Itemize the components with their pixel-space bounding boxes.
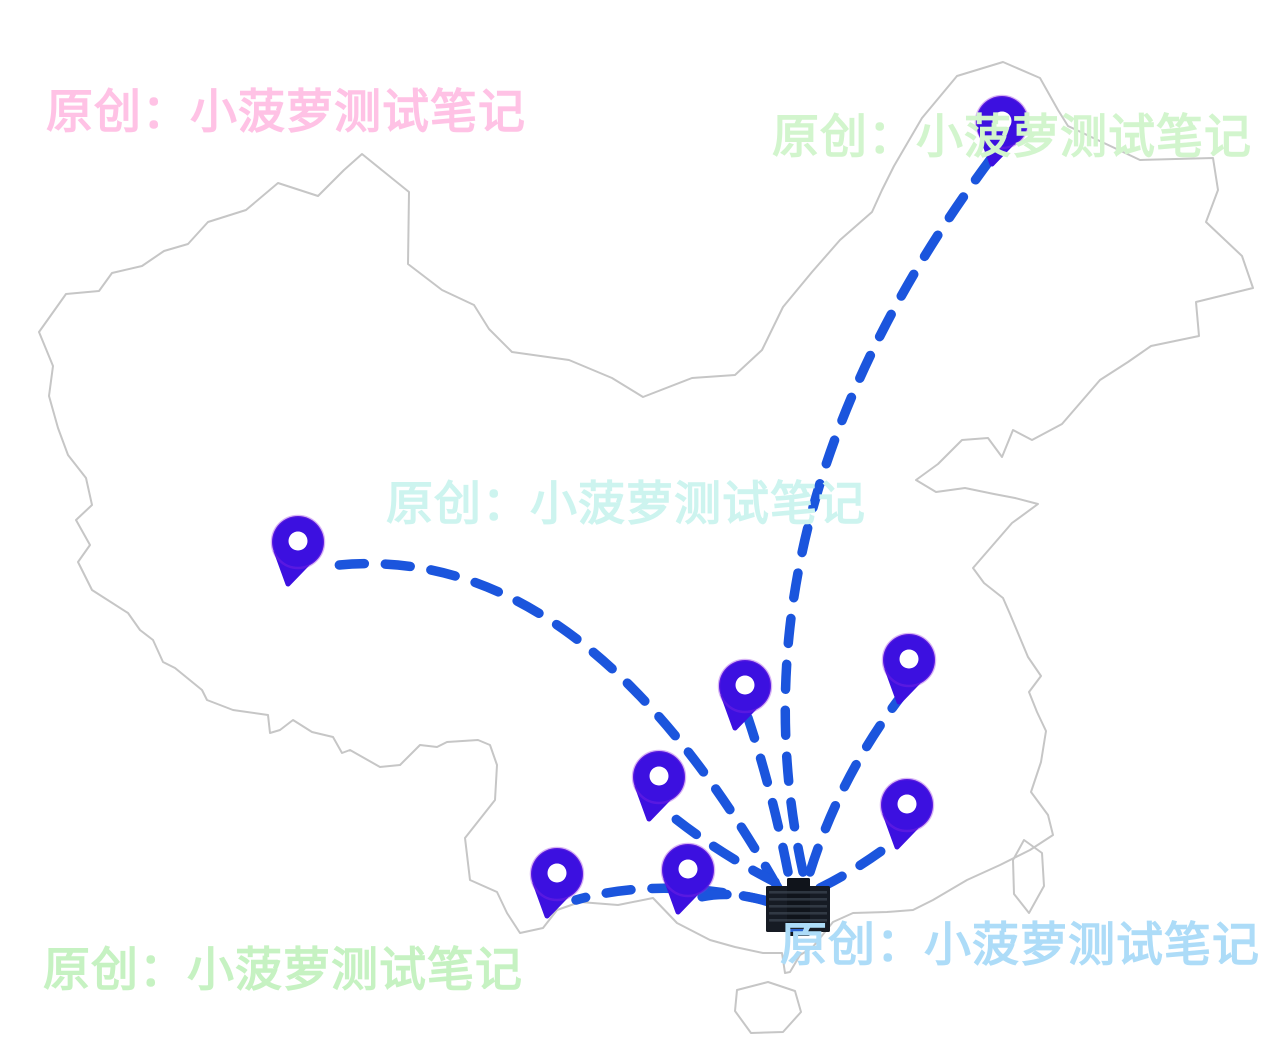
hainan-island-outline [734,981,802,1034]
route-east [805,690,907,877]
route-southwest [571,883,773,906]
pin-hole [992,111,1012,131]
watermark-bottom-right: 原创：小菠萝测试笔记 [780,918,1260,971]
location-pins-layer [270,94,1030,919]
pin-mid-south [631,749,687,822]
dispatch-routes-layer [325,155,995,908]
pin-hole [897,794,917,814]
watermark-center: 原创：小菠萝测试笔记 [386,477,866,530]
pin-hole [649,766,669,786]
pin-hole [288,531,308,551]
watermark-top-right: 原创：小菠萝测试笔记 [772,110,1252,163]
route-north-center [743,713,793,877]
pin-south [660,842,716,915]
watermark-top-left: 原创：小菠萝测试笔记 [46,85,526,138]
route-west [325,558,783,893]
pin-hole [678,859,698,879]
pin-southwest [529,846,585,919]
pin-north-center [717,658,773,731]
pin-west [270,514,326,587]
headquarters-building-icon [766,878,830,936]
pin-hole [899,649,919,669]
taiwan-island-outline [1012,839,1045,914]
watermark-bottom-left: 原创：小菠萝测试笔记 [43,943,523,996]
route-mid-south [662,807,780,887]
pin-southeast [879,777,935,850]
route-northeast [780,155,995,877]
pin-east [881,632,937,705]
route-south [692,889,777,908]
pin-hole [547,863,567,883]
pin-hole [735,675,755,695]
china-mainland-outline [38,61,1254,974]
route-southeast [815,835,901,893]
pin-northeast [974,94,1030,167]
